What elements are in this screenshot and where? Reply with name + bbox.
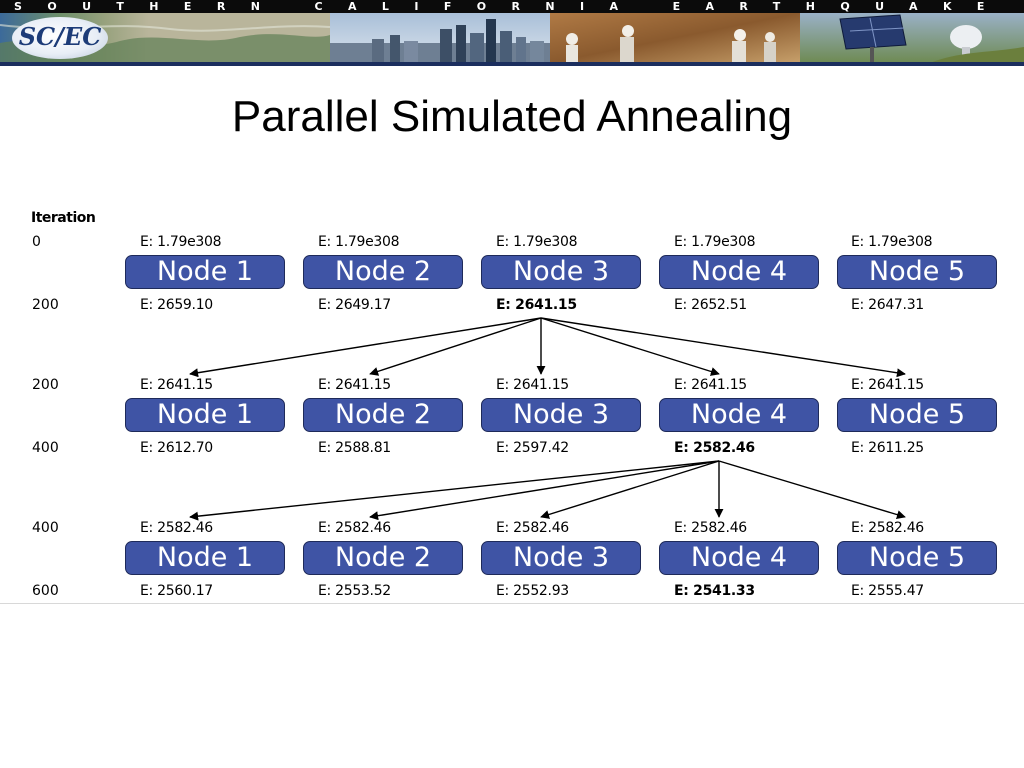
broadcast-arrow [189, 460, 720, 521]
end-energy-label: E: 2597.42 [496, 440, 569, 456]
start-energy-label: E: 2641.15 [851, 377, 924, 393]
scec-logo-text: SC/EC [18, 22, 102, 51]
end-energy-label: E: 2652.51 [674, 297, 747, 313]
node-box-1: Node 1 [125, 541, 285, 575]
node-box-5: Node 5 [837, 255, 997, 289]
end-energy-label: E: 2560.17 [140, 583, 213, 599]
node-box-2: Node 2 [303, 255, 463, 289]
start-energy-label: E: 1.79e308 [496, 234, 578, 250]
node-box-5: Node 5 [837, 541, 997, 575]
scec-logo: SC/EC [12, 17, 108, 59]
node-box-2: Node 2 [303, 541, 463, 575]
iteration-end-label: 600 [32, 583, 59, 599]
node-box-4: Node 4 [659, 398, 819, 432]
end-energy-label: E: 2649.17 [318, 297, 391, 313]
start-energy-label: E: 2582.46 [140, 520, 213, 536]
iteration-column-header: Iteration [31, 210, 96, 226]
node-box-2: Node 2 [303, 398, 463, 432]
best-energy-label: E: 2541.33 [674, 583, 755, 599]
content-divider [0, 603, 1024, 604]
end-energy-label: E: 2647.31 [851, 297, 924, 313]
header-banner: SOUTHERN CALIFORNIA EARTHQUAKE CENTER [0, 0, 1024, 66]
start-energy-label: E: 2641.15 [140, 377, 213, 393]
iteration-start-label: 200 [32, 377, 59, 393]
node-box-1: Node 1 [125, 255, 285, 289]
broadcast-arrow [540, 317, 906, 378]
end-energy-label: E: 2555.47 [851, 583, 924, 599]
node-box-1: Node 1 [125, 398, 285, 432]
banner-title: SOUTHERN CALIFORNIA EARTHQUAKE CENTER [14, 0, 1024, 13]
broadcast-arrow [718, 460, 906, 519]
banner-strip [0, 0, 1024, 13]
best-energy-label: E: 2641.15 [496, 297, 577, 313]
iteration-end-label: 400 [32, 440, 59, 456]
start-energy-label: E: 1.79e308 [851, 234, 933, 250]
end-energy-label: E: 2588.81 [318, 440, 391, 456]
iteration-end-label: 200 [32, 297, 59, 313]
slide-title: Parallel Simulated Annealing [231, 92, 793, 141]
start-energy-label: E: 1.79e308 [140, 234, 222, 250]
end-energy-label: E: 2611.25 [851, 440, 924, 456]
start-energy-label: E: 2641.15 [674, 377, 747, 393]
node-box-3: Node 3 [481, 541, 641, 575]
broadcast-arrow [540, 317, 720, 376]
start-energy-label: E: 2582.46 [851, 520, 924, 536]
broadcast-arrow [540, 460, 720, 519]
end-energy-label: E: 2552.93 [496, 583, 569, 599]
start-energy-label: E: 2582.46 [318, 520, 391, 536]
end-energy-label: E: 2612.70 [140, 440, 213, 456]
iteration-start-label: 400 [32, 520, 59, 536]
start-energy-label: E: 1.79e308 [318, 234, 400, 250]
iteration-start-label: 0 [32, 234, 41, 250]
start-energy-label: E: 2582.46 [674, 520, 747, 536]
start-energy-label: E: 2582.46 [496, 520, 569, 536]
banner-bottom-rule [0, 62, 1024, 66]
broadcast-arrow [189, 317, 542, 378]
start-energy-label: E: 2641.15 [318, 377, 391, 393]
broadcast-arrow [369, 460, 720, 521]
end-energy-label: E: 2553.52 [318, 583, 391, 599]
node-box-3: Node 3 [481, 255, 641, 289]
end-energy-label: E: 2659.10 [140, 297, 213, 313]
best-energy-label: E: 2582.46 [674, 440, 755, 456]
node-box-4: Node 4 [659, 255, 819, 289]
node-box-3: Node 3 [481, 398, 641, 432]
node-box-5: Node 5 [837, 398, 997, 432]
broadcast-arrow [369, 317, 542, 376]
start-energy-label: E: 2641.15 [496, 377, 569, 393]
start-energy-label: E: 1.79e308 [674, 234, 756, 250]
node-box-4: Node 4 [659, 541, 819, 575]
